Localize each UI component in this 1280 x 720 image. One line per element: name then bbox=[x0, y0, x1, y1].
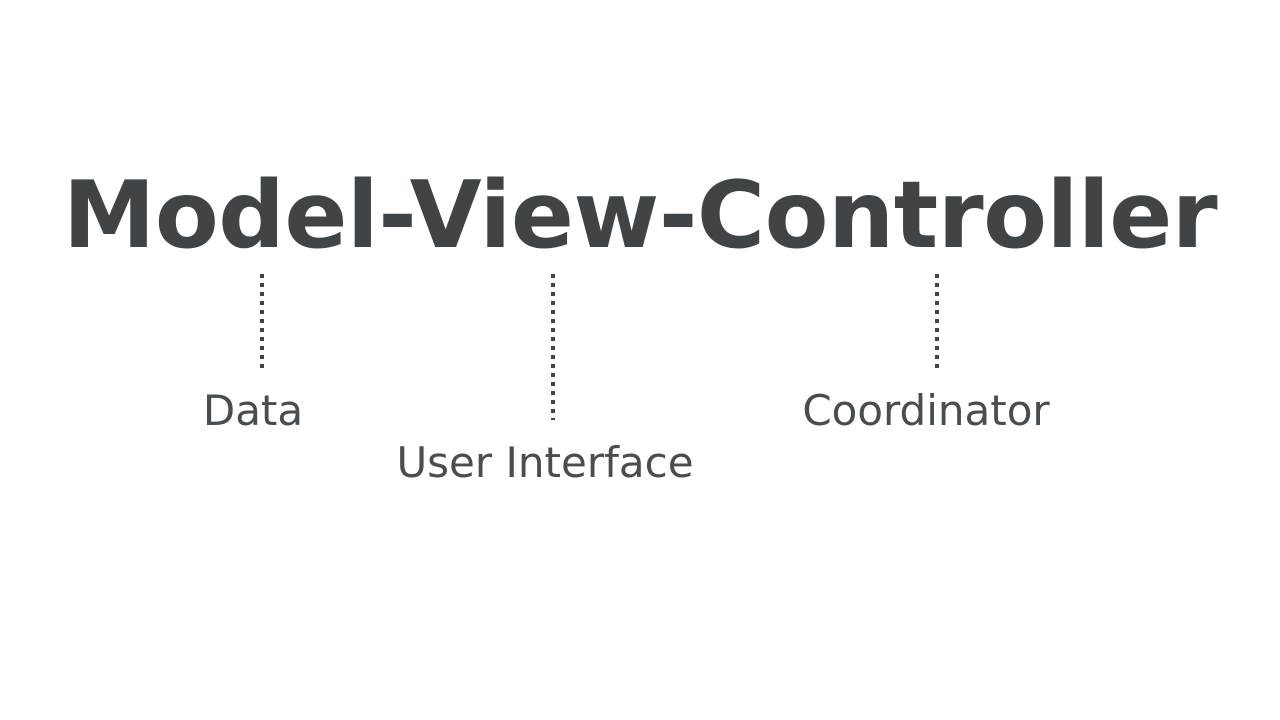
dotted-connector-controller bbox=[935, 274, 939, 371]
dotted-connector-view bbox=[551, 274, 555, 420]
label-model-data: Data bbox=[202, 386, 304, 435]
label-controller-coordinator: Coordinator bbox=[802, 386, 1050, 435]
page-title: Model-View-Controller bbox=[62, 161, 1218, 269]
label-view-user-interface: User Interface bbox=[396, 438, 694, 487]
dotted-connector-model bbox=[260, 274, 264, 371]
